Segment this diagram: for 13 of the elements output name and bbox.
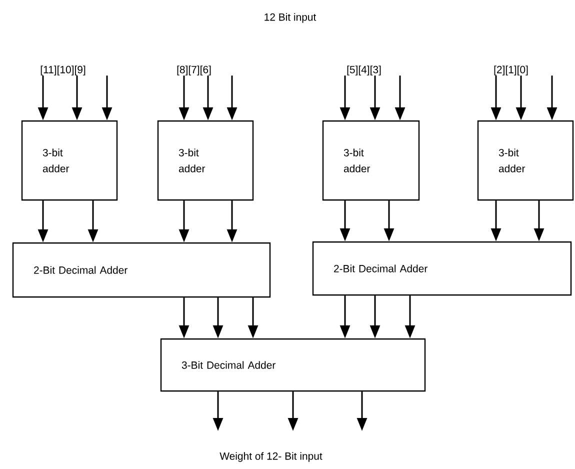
adder-box: 2-Bit Decimal Adder [312, 241, 572, 296]
adder-box: 3-bit adder [322, 120, 420, 201]
adder-box: 3-Bit Decimal Adder [160, 338, 426, 392]
input-bit-label: [2][1][0] [494, 66, 528, 76]
adder-box: 3-bit adder [21, 120, 118, 201]
adder-box: 3-bit adder [477, 120, 574, 201]
input-bit-label: [11][10][9] [40, 66, 86, 76]
input-bit-label: [5][4][3] [347, 66, 381, 76]
adder-box: 3-bit adder [157, 120, 254, 201]
caption: Weight of 12- Bit input [220, 452, 322, 462]
adder-box: 2-Bit Decimal Adder [12, 242, 271, 298]
input-bit-label: [8][7][6] [177, 66, 211, 76]
title: 12 Bit input [264, 13, 316, 23]
